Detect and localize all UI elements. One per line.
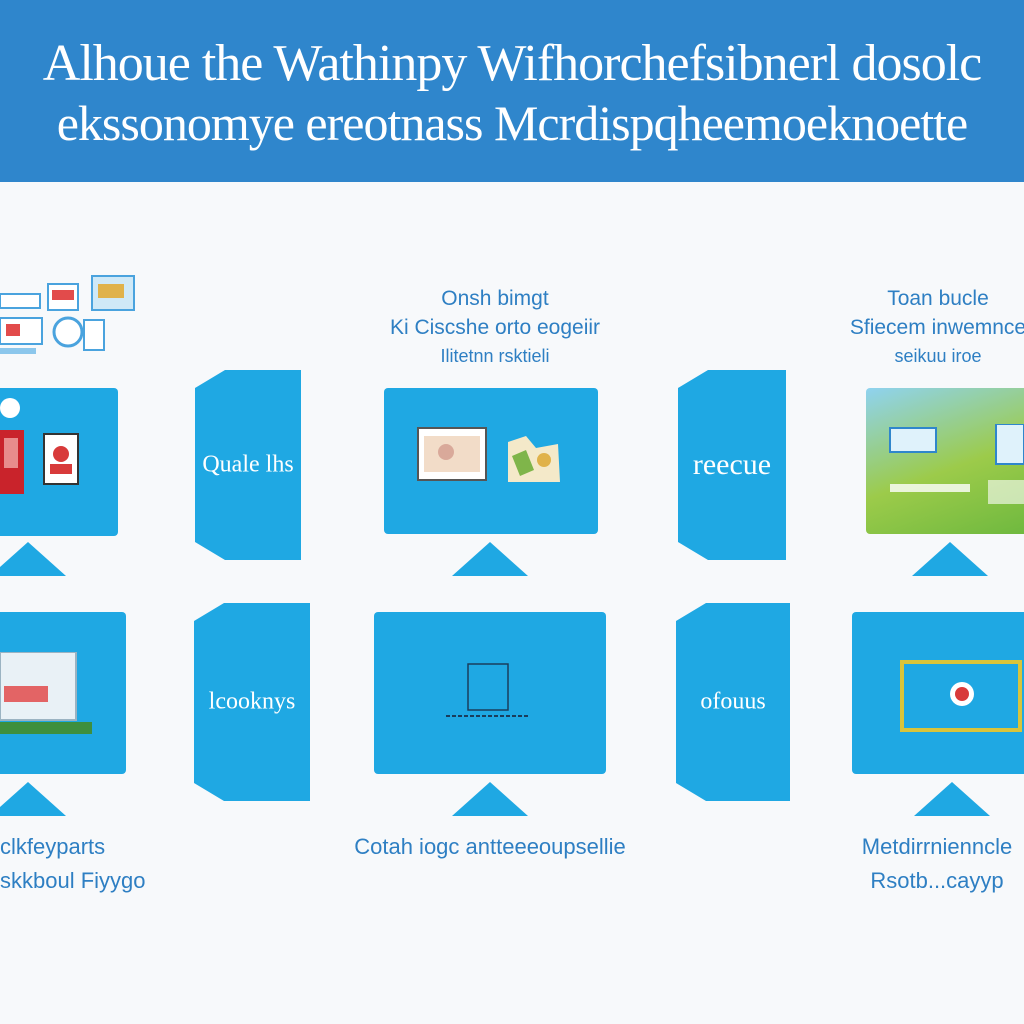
caption-line: Ilitetnn rsktieli xyxy=(440,346,550,366)
caption-line: Onsh bimgt xyxy=(441,287,549,310)
panel-notch xyxy=(195,370,225,388)
panel-label: Quale lhs xyxy=(202,451,294,478)
caption-top-center: Onsh bimgt Ki Ciscshe orto eogeiir Ilite… xyxy=(360,284,630,371)
monitor-row1-center xyxy=(384,388,598,576)
monitor-row2-right xyxy=(852,612,1024,818)
top-left-illustration xyxy=(0,275,135,354)
caption-bottom-center: Cotah iogc antteeeoupsellie xyxy=(320,830,660,864)
monitor-row2-center xyxy=(374,612,606,818)
panel-notch xyxy=(195,542,225,560)
panel-notch xyxy=(678,542,708,560)
caption-bottom-left: clkfeyparts skkboul Fiyygo xyxy=(0,830,150,898)
caption-line: Cotah iogc antteeeoupsellie xyxy=(354,834,626,859)
banner-title-line-1: Alhoue the Wathinpy Wifhorchefsibnerl do… xyxy=(42,35,982,92)
caption-line: Toan bucle xyxy=(887,287,989,310)
monitor-stand xyxy=(912,542,988,576)
panel-row2-b: ofouus xyxy=(676,603,790,801)
caption-line: Rsotb...cayyp xyxy=(870,868,1004,893)
panel-row2-a: lcooknys xyxy=(194,603,310,801)
laptop-illustration xyxy=(0,652,92,734)
devices-illustration xyxy=(0,398,79,494)
monitor-screen xyxy=(374,612,606,774)
caption-line: Metdirrnienncle xyxy=(861,834,1013,859)
caption-bottom-right: Metdirrnienncle Rsotb...cayyp xyxy=(850,830,1024,898)
caption-line: seikuu iroe xyxy=(894,346,982,366)
caption-line: Sfiecem inwemnce xyxy=(849,316,1024,339)
banner-title-line-2: ekssonomye ereotnass Mcrdispqheemoeknoet… xyxy=(56,95,969,151)
blank-frame-illustration xyxy=(446,663,528,717)
panel-notch xyxy=(676,603,706,621)
panel-notch xyxy=(676,783,706,801)
panel-label: ofouus xyxy=(700,688,766,715)
panel-label: lcooknys xyxy=(208,688,296,715)
caption-top-right: Toan bucle Sfiecem inwemnce seikuu iroe xyxy=(838,284,1024,371)
media-illustration xyxy=(417,427,560,482)
caption-line: skkboul Fiyygo xyxy=(0,868,146,893)
framed-badge-illustration xyxy=(900,660,1022,732)
panel-label: reecue xyxy=(692,448,772,481)
panel-row1-b: reecue xyxy=(678,370,786,560)
monitor-row2-left xyxy=(0,612,126,818)
monitor-stand xyxy=(914,782,990,816)
panel-notch xyxy=(194,783,224,801)
panel-notch xyxy=(194,603,224,621)
monitor-stand xyxy=(452,782,528,816)
panel-notch xyxy=(678,370,708,388)
monitor-stand xyxy=(0,782,66,816)
panel-row1-a: Quale lhs xyxy=(195,370,301,560)
screen-content-illustration xyxy=(889,424,1024,504)
caption-line: clkfeyparts xyxy=(0,834,106,859)
monitor-row1-left xyxy=(0,388,118,576)
caption-line: Ki Ciscshe orto eogeiir xyxy=(389,316,601,339)
title-banner: Alhoue the Wathinpy Wifhorchefsibnerl do… xyxy=(0,0,1024,182)
monitor-screen xyxy=(852,612,1024,774)
monitor-stand xyxy=(0,542,66,576)
monitor-stand xyxy=(452,542,528,576)
monitor-row1-right xyxy=(866,388,1024,576)
